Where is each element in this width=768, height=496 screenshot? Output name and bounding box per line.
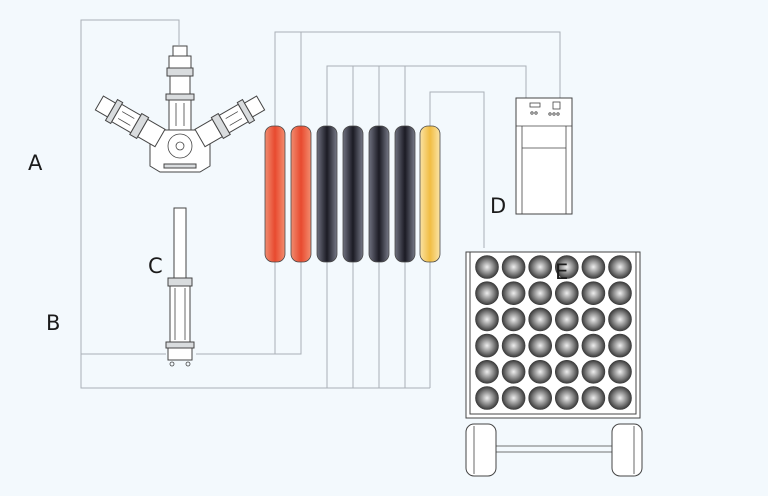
trailer-tube-end bbox=[475, 386, 499, 410]
trailer-tube-end bbox=[501, 386, 526, 410]
pipeline-network bbox=[80, 19, 561, 389]
trailer-tube-end bbox=[475, 281, 499, 306]
gas-cylinder-icon bbox=[419, 125, 441, 263]
trailer-tube-end bbox=[501, 333, 526, 358]
trailer-tube-end bbox=[581, 386, 606, 410]
trailer-tube-end bbox=[608, 281, 632, 306]
label-b: B bbox=[46, 311, 61, 335]
trailer-tube-end bbox=[608, 333, 632, 358]
trailer-tube-end bbox=[528, 333, 553, 358]
pipe-orange-header bbox=[274, 31, 561, 126]
trailer-tube-end bbox=[501, 255, 526, 279]
gas-cylinder-icon bbox=[342, 125, 364, 263]
label-e: E bbox=[555, 260, 569, 284]
label-a: A bbox=[28, 151, 43, 175]
pipe-compressor-loop bbox=[80, 19, 430, 389]
gas-cylinder-icon bbox=[316, 125, 338, 263]
hydraulic-cylinder-icon bbox=[165, 207, 195, 367]
trailer-tube-end bbox=[501, 359, 526, 384]
trailer-tube-end bbox=[554, 255, 579, 279]
trailer-tube-end bbox=[581, 281, 606, 306]
trailer-tube-end bbox=[554, 307, 579, 332]
trailer-tube-end bbox=[528, 307, 553, 332]
trailer-tube-end bbox=[581, 359, 606, 384]
trailer-tube-end bbox=[554, 386, 579, 410]
trailer-tube-end bbox=[608, 255, 632, 279]
trailer-tube-end bbox=[528, 255, 553, 279]
tube-trailer-icon bbox=[465, 251, 643, 477]
trailer-tube-end bbox=[554, 359, 579, 384]
trailer-tube-end bbox=[608, 386, 632, 410]
pipe-dark-header bbox=[326, 65, 527, 126]
trailer-tube-end bbox=[528, 359, 553, 384]
trailer-tube-end bbox=[608, 359, 632, 384]
gas-cylinder-icon bbox=[368, 125, 390, 263]
trailer-tube-end bbox=[581, 307, 606, 332]
control-cabinet-icon bbox=[515, 97, 573, 215]
trailer-tube-end bbox=[475, 333, 499, 358]
trailer-tube-end bbox=[501, 281, 526, 306]
trailer-tube-end bbox=[475, 359, 499, 384]
trailer-tube-end bbox=[581, 333, 606, 358]
trailer-tube-end bbox=[554, 333, 579, 358]
trailer-tube-end bbox=[501, 307, 526, 332]
compressor-icon bbox=[94, 45, 266, 173]
trailer-tube-grid bbox=[475, 255, 632, 410]
pipe-cylinder-orange bbox=[196, 262, 302, 355]
gas-cylinder-icon bbox=[264, 125, 286, 263]
trailer-tube-end bbox=[528, 386, 553, 410]
trailer-tube-end bbox=[554, 281, 579, 306]
trailer-tube-end bbox=[581, 255, 606, 279]
pipe-yellow-trailer bbox=[429, 91, 485, 248]
trailer-tube-end bbox=[608, 307, 632, 332]
trailer-tube-end bbox=[528, 281, 553, 306]
label-c: C bbox=[148, 254, 163, 278]
gas-cylinder-icon bbox=[394, 125, 416, 263]
gas-cylinder-bank bbox=[264, 125, 441, 263]
trailer-tube-end bbox=[475, 255, 499, 279]
label-d: D bbox=[490, 194, 507, 218]
gas-cylinder-icon bbox=[290, 125, 312, 263]
trailer-tube-end bbox=[475, 307, 499, 332]
